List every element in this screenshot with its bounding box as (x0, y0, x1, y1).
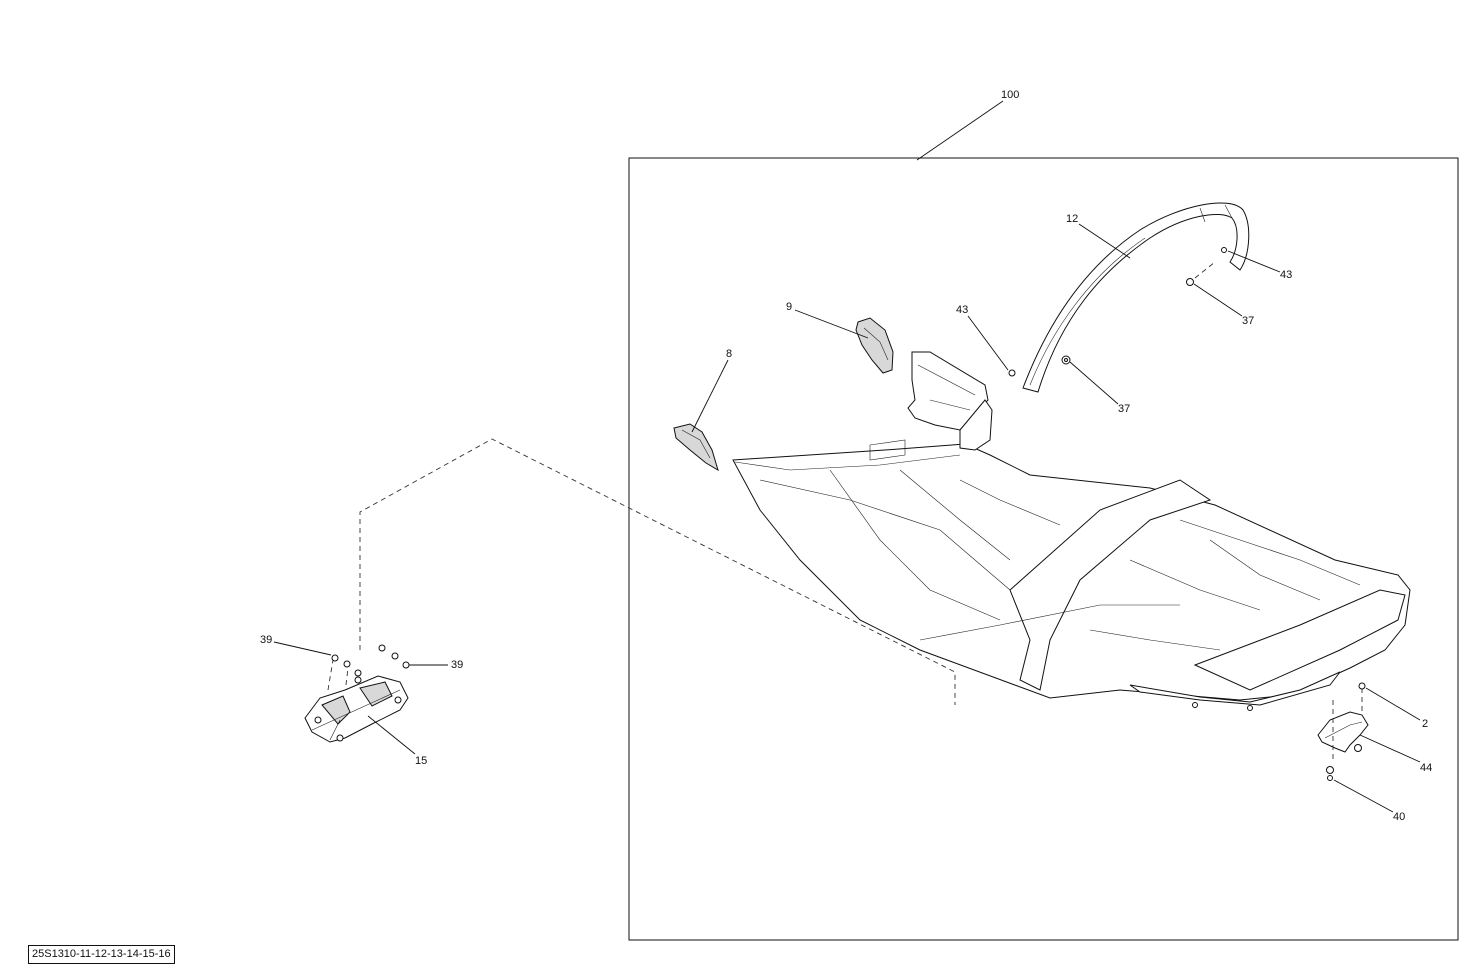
fastener-40 (1326, 766, 1334, 781)
leader-37a (1193, 283, 1243, 317)
callout-9: 9 (786, 301, 792, 313)
callout-43-upper: 43 (1280, 269, 1292, 281)
leader-15 (367, 715, 416, 755)
part-44-latch (1317, 688, 1369, 760)
kit-frame (628, 157, 1459, 941)
callout-44: 44 (1420, 762, 1432, 774)
part-15-bracket (304, 659, 409, 743)
leader-12 (1078, 223, 1131, 259)
callout-37-upper: 37 (1242, 315, 1254, 327)
fastener-39-group (331, 644, 410, 684)
fastener-43-upper (1221, 247, 1227, 253)
callout-43-lower: 43 (956, 304, 968, 316)
leader-44 (1359, 734, 1421, 763)
leader-39a (273, 641, 332, 656)
callout-37-lower: 37 (1118, 403, 1130, 415)
part-9-cover (855, 317, 894, 374)
callout-8: 8 (726, 348, 732, 360)
leader-100 (916, 100, 1004, 161)
callout-2: 2 (1422, 718, 1428, 730)
callout-39-left: 39 (260, 634, 272, 646)
callout-15: 15 (415, 755, 427, 767)
document-id-label: 25S1310-11-12-13-14-15-16 (28, 945, 175, 964)
leader-43b (967, 315, 1009, 371)
part-12-grab-handle (1022, 202, 1250, 393)
leader-43a (1227, 250, 1281, 273)
seat-front-console (907, 351, 993, 451)
callout-100: 100 (1001, 89, 1019, 101)
callout-12: 12 (1066, 213, 1078, 225)
leader-9 (794, 309, 869, 339)
fastener-2 (1358, 682, 1366, 690)
leader-37b (1069, 361, 1119, 405)
assembly-path-dashed (359, 438, 956, 705)
leader-2 (1365, 687, 1421, 721)
part-8-trim (673, 423, 719, 472)
leader-40 (1333, 779, 1394, 813)
fastener-37-lower (1061, 355, 1071, 365)
seat-part (732, 439, 1411, 711)
fastener-43-lower (1008, 369, 1016, 377)
callout-39-right: 39 (451, 659, 463, 671)
fastener-37-upper (1186, 261, 1216, 286)
leader-8 (691, 359, 729, 433)
callout-40: 40 (1393, 811, 1405, 823)
